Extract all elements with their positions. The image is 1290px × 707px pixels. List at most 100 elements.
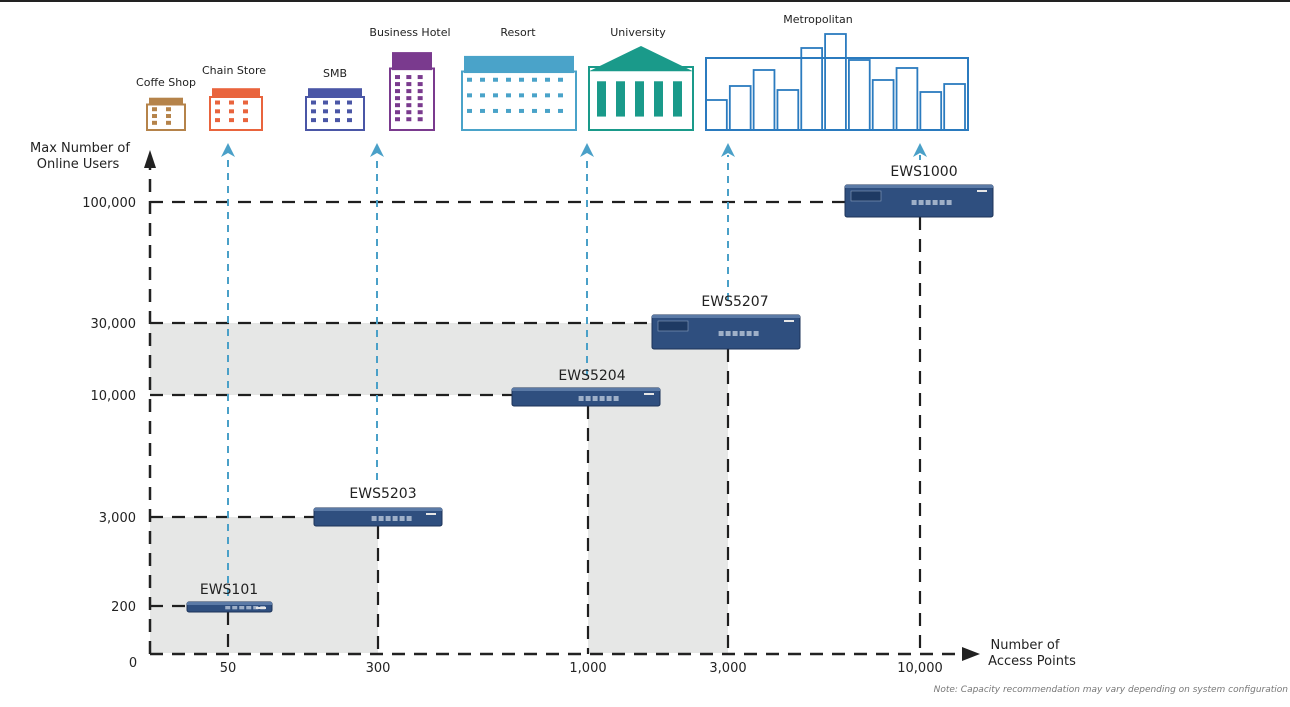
venue-roof	[149, 97, 183, 106]
venue-window	[493, 108, 498, 113]
device-port	[253, 606, 259, 610]
venue-window	[417, 110, 423, 115]
venue-window	[406, 96, 412, 101]
venue-window	[506, 77, 511, 82]
venue-tower	[824, 33, 847, 131]
device-port	[599, 396, 605, 401]
origin-label: 0	[129, 656, 137, 671]
device-top-edge	[314, 508, 442, 511]
venue-window	[506, 93, 511, 98]
venue-window	[215, 100, 220, 105]
device-label: EWS1000	[890, 164, 957, 180]
venue-column	[673, 81, 682, 117]
device-label: EWS5207	[701, 294, 768, 310]
venue-window	[467, 77, 472, 82]
venue-label: Business Hotel	[369, 26, 450, 39]
x-tick-label: 50	[220, 661, 237, 676]
hotel-icon	[389, 52, 435, 131]
device-panel	[850, 190, 882, 202]
device-port	[225, 606, 231, 610]
venue-window	[406, 75, 412, 80]
venue-window	[545, 93, 550, 98]
y-axis-title-line2: Online Users	[37, 157, 120, 172]
venue-window	[395, 82, 400, 87]
device-ews5203	[313, 507, 443, 527]
venue-arrowhead	[721, 143, 735, 157]
venue-window	[152, 114, 157, 119]
venue-window	[152, 120, 157, 125]
venue-window	[545, 77, 550, 82]
venue-column	[597, 81, 606, 117]
venue-window	[406, 103, 412, 108]
venue-window	[406, 82, 412, 87]
device-port	[232, 606, 238, 610]
venue-roof	[589, 46, 693, 72]
venue-window	[166, 114, 171, 119]
venue-window	[519, 108, 524, 113]
venue-label: Coffe Shop	[136, 76, 196, 89]
venue-window	[347, 118, 352, 123]
device-port	[399, 516, 405, 521]
venue-tower	[848, 59, 871, 131]
device-logo-mark	[784, 320, 794, 322]
y-axis-title-line1: Max Number of	[30, 141, 130, 156]
x-axis-title-line1: Number of	[991, 638, 1060, 653]
coffee-shop-icon	[146, 97, 186, 131]
y-tick-label: 200	[111, 600, 136, 615]
device-port	[406, 516, 412, 521]
venue-window	[395, 103, 400, 108]
x-axis-arrowhead	[962, 647, 980, 661]
venue-column	[635, 81, 644, 117]
device-port	[739, 331, 745, 336]
venue-window	[467, 93, 472, 98]
capacity-note: Note: Capacity recommendation may vary d…	[934, 685, 1289, 695]
venue-window	[323, 118, 328, 123]
device-port	[753, 331, 759, 336]
venue-window	[417, 117, 423, 122]
device-port	[725, 331, 731, 336]
venue-tower	[919, 91, 943, 131]
device-ews101	[186, 601, 273, 613]
venue-window	[558, 108, 563, 113]
x-tick-label: 10,000	[897, 661, 943, 676]
y-tick-label: 100,000	[82, 196, 136, 211]
device-logo-mark	[644, 393, 654, 395]
venue-window	[311, 118, 316, 123]
venue-window	[395, 110, 400, 115]
venue-roof	[212, 88, 260, 98]
venue-window	[406, 110, 412, 115]
venue-window	[215, 109, 220, 114]
device-ews1000	[844, 184, 994, 218]
venue-window	[480, 93, 485, 98]
venue-window	[493, 77, 498, 82]
venue-column	[654, 81, 663, 117]
venue-label: University	[610, 26, 666, 39]
device-panel	[657, 320, 689, 332]
venue-window	[243, 109, 248, 114]
venue-tower	[871, 79, 895, 131]
resort-icon	[461, 55, 577, 131]
device-top-edge	[845, 185, 993, 188]
venue-window	[406, 117, 412, 122]
city-skyline-icon	[705, 33, 969, 131]
venue-window	[243, 118, 248, 123]
venue-window	[395, 75, 400, 80]
venue-tower	[776, 89, 800, 131]
device-logo-mark	[977, 190, 987, 192]
venue-window	[480, 77, 485, 82]
device-port	[246, 606, 252, 610]
device-port	[592, 396, 598, 401]
venue-window	[406, 89, 412, 94]
device-port	[718, 331, 724, 336]
x-tick-label: 1,000	[569, 661, 606, 676]
y-tick-label: 3,000	[99, 511, 136, 526]
device-port	[371, 516, 377, 521]
university-icon	[588, 46, 694, 131]
venue-window	[335, 100, 340, 105]
device-top-edge	[512, 388, 660, 391]
venue-tower	[728, 85, 752, 131]
venue-window	[243, 100, 248, 105]
